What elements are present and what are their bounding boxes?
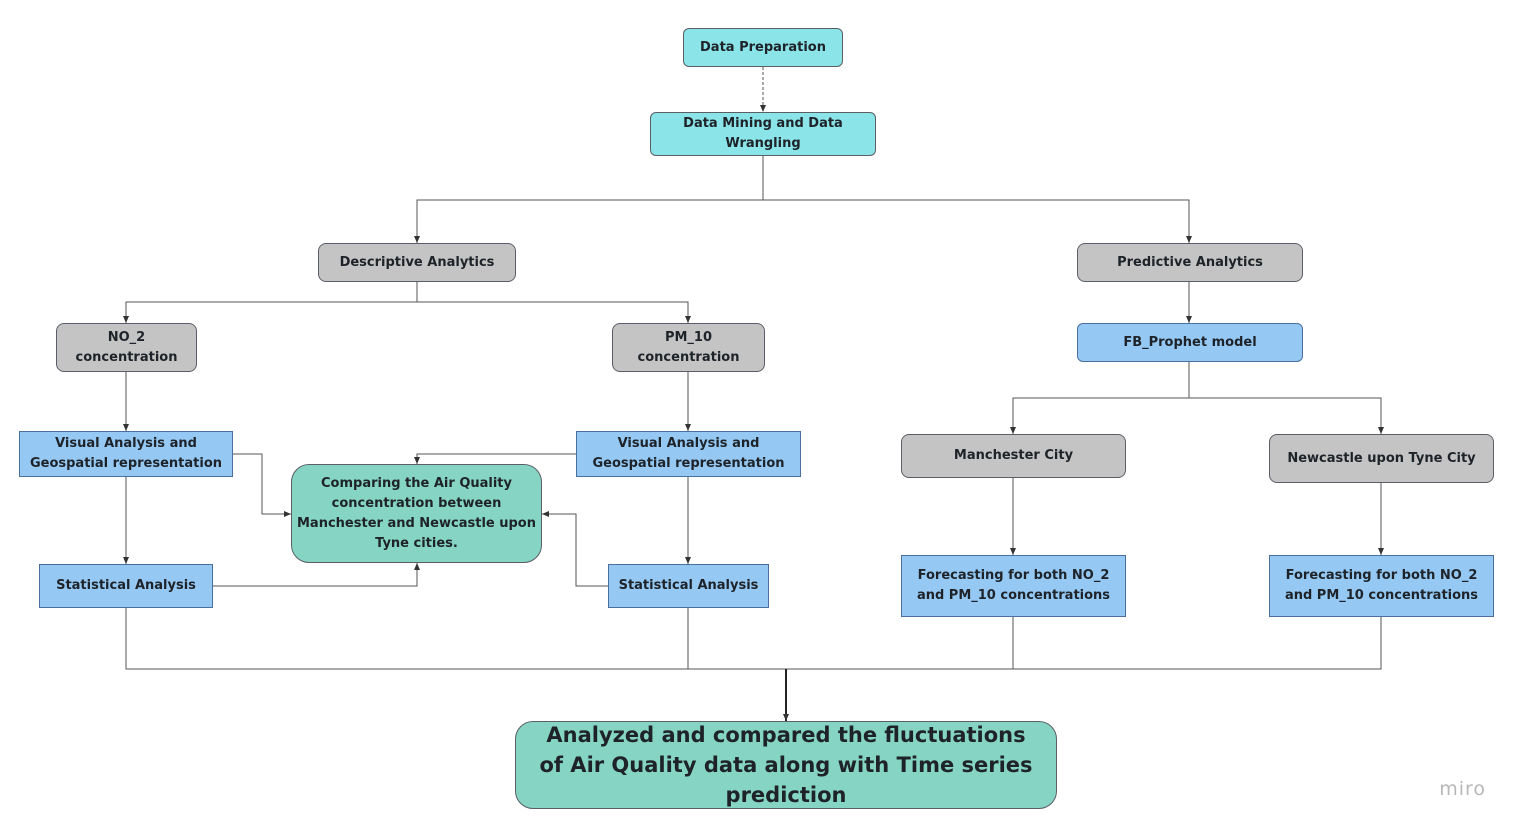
visual-analysis-left-node[interactable]: Visual Analysis and Geospatial represent… (19, 431, 233, 477)
connector-mining-predictive (763, 199, 1192, 243)
descriptive-analytics-node[interactable]: Descriptive Analytics (318, 243, 516, 282)
connector-visual-right-compare (414, 453, 576, 464)
pm10-concentration-node[interactable]: PM_10 concentration (612, 323, 765, 372)
connector-descriptive-pm10 (417, 301, 691, 323)
connector-fb-newcastle (1189, 397, 1384, 434)
newcastle-city-node[interactable]: Newcastle upon Tyne City (1269, 434, 1494, 483)
visual-analysis-right-node[interactable]: Visual Analysis and Geospatial represent… (576, 431, 801, 477)
statistical-analysis-left-node[interactable]: Statistical Analysis (39, 564, 213, 608)
miro-watermark: miro (1439, 778, 1486, 800)
fb-prophet-model-node[interactable]: FB_Prophet model (1077, 323, 1303, 362)
statistical-analysis-right-node[interactable]: Statistical Analysis (608, 564, 769, 608)
comparing-air-quality-node[interactable]: Comparing the Air Quality concentration … (291, 464, 542, 563)
connector-visual-left-compare (233, 453, 291, 517)
data-preparation-node[interactable]: Data Preparation (683, 28, 843, 67)
no2-concentration-node[interactable]: NO_2 concentration (56, 323, 197, 372)
connector-stat-left-compare (213, 563, 420, 587)
connector-stat-right-compare (542, 511, 608, 587)
connector-descriptive-no2 (123, 282, 418, 323)
predictive-analytics-node[interactable]: Predictive Analytics (1077, 243, 1303, 282)
manchester-city-node[interactable]: Manchester City (901, 434, 1126, 478)
connector-mining-split (414, 156, 764, 243)
result-node[interactable]: Analyzed and compared the fluctuations o… (515, 721, 1057, 809)
data-mining-node[interactable]: Data Mining and Data Wrangling (650, 112, 876, 156)
connector-fb-manchester (1010, 362, 1190, 434)
forecast-manchester-node[interactable]: Forecasting for both NO_2 and PM_10 conc… (901, 555, 1126, 617)
forecast-newcastle-node[interactable]: Forecasting for both NO_2 and PM_10 conc… (1269, 555, 1494, 617)
connector-stat-left-merge (125, 608, 1382, 670)
